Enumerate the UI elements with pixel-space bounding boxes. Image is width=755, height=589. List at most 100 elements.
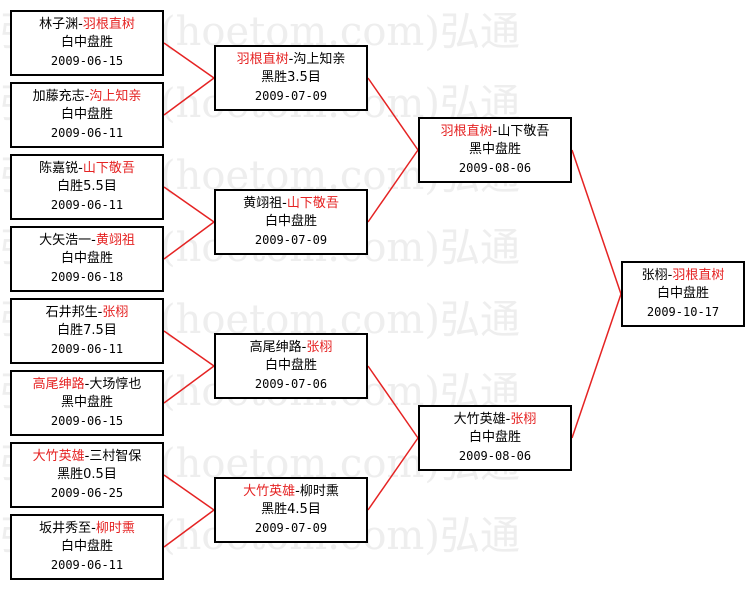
match-players: 大竹英雄-三村智保 <box>33 448 142 466</box>
match-result: 白中盘胜 <box>656 286 709 301</box>
separator: - <box>78 17 83 32</box>
match-result: 白中盘胜 <box>60 35 113 50</box>
match-players: 高尾绅路-张栩 <box>250 339 333 357</box>
match-players: 羽根直树-山下敬吾 <box>441 123 550 141</box>
match-date: 2009-06-25 <box>50 486 124 500</box>
separator: - <box>295 484 300 499</box>
match-date: 2009-07-09 <box>254 521 328 535</box>
match-players: 大竹英雄-张栩 <box>454 411 537 429</box>
match-players: 大矢浩一-黄翊祖 <box>39 232 135 250</box>
match-result: 白中盘胜 <box>264 358 317 373</box>
match-date: 2009-06-15 <box>50 414 124 428</box>
player-2: 羽根直树 <box>672 268 725 283</box>
player-2: 张栩 <box>306 340 333 355</box>
match-r2-1[interactable]: 羽根直树-沟上知亲 黑胜3.5目 2009-07-09 <box>214 45 368 111</box>
match-result: 黑胜0.5目 <box>57 467 117 482</box>
connector-line <box>367 437 419 511</box>
player-1: 张栩 <box>641 268 668 283</box>
match-final[interactable]: 张栩-羽根直树 白中盘胜 2009-10-17 <box>621 261 745 327</box>
match-date: 2009-06-11 <box>50 198 124 212</box>
match-players: 坂井秀至-柳时熏 <box>39 520 135 538</box>
match-date: 2009-08-06 <box>458 161 532 175</box>
separator: - <box>282 196 287 211</box>
separator: - <box>505 412 511 427</box>
separator: - <box>97 305 103 320</box>
player-2: 沟上知亲 <box>293 52 346 67</box>
match-result: 白中盘胜 <box>60 251 113 266</box>
match-date: 2009-07-09 <box>254 233 328 247</box>
match-r1-1[interactable]: 林子渊-羽根直树 白中盘胜 2009-06-15 <box>10 10 164 76</box>
player-2: 柳时熏 <box>95 521 135 536</box>
match-result: 白中盘胜 <box>60 107 113 122</box>
match-r1-2[interactable]: 加藤充志-沟上知亲 白中盘胜 2009-06-11 <box>10 82 164 148</box>
player-1: 黄翊祖 <box>243 196 283 211</box>
match-result: 白中盘胜 <box>264 214 317 229</box>
match-players: 加藤充志-沟上知亲 <box>33 88 142 106</box>
player-1: 高尾绅路 <box>32 377 85 392</box>
match-r2-4[interactable]: 大竹英雄-柳时熏 黑胜4.5目 2009-07-09 <box>214 477 368 543</box>
separator: - <box>492 124 498 139</box>
match-date: 2009-06-11 <box>50 126 124 140</box>
player-2: 三村智保 <box>89 449 142 464</box>
player-2: 山下敬吾 <box>286 196 339 211</box>
match-result: 黑胜4.5目 <box>261 502 321 517</box>
match-r2-2[interactable]: 黄翊祖-山下敬吾 白中盘胜 2009-07-09 <box>214 189 368 255</box>
player-2: 张栩 <box>102 305 129 320</box>
match-r1-4[interactable]: 大矢浩一-黄翊祖 白中盘胜 2009-06-18 <box>10 226 164 292</box>
player-2: 沟上知亲 <box>89 89 142 104</box>
match-result: 白胜5.5目 <box>57 179 117 194</box>
match-date: 2009-08-06 <box>458 449 532 463</box>
separator: - <box>301 340 307 355</box>
player-1: 林子渊 <box>39 17 79 32</box>
match-r3-2[interactable]: 大竹英雄-张栩 白中盘胜 2009-08-06 <box>418 405 572 471</box>
match-date: 2009-10-17 <box>646 305 720 319</box>
match-result: 白中盘胜 <box>468 430 521 445</box>
separator: - <box>667 268 673 283</box>
connector-line <box>163 509 215 548</box>
player-2: 羽根直树 <box>82 17 135 32</box>
match-result: 黑中盘胜 <box>60 395 113 410</box>
connector-line <box>367 365 419 439</box>
separator: - <box>91 233 96 248</box>
connector-line <box>163 221 215 260</box>
match-r3-1[interactable]: 羽根直树-山下敬吾 黑中盘胜 2009-08-06 <box>418 117 572 183</box>
separator: - <box>288 52 294 67</box>
player-2: 山下敬吾 <box>82 161 135 176</box>
connector-line <box>367 149 419 223</box>
match-date: 2009-06-18 <box>50 270 124 284</box>
match-result: 白胜7.5目 <box>57 323 117 338</box>
separator: - <box>91 521 96 536</box>
match-players: 林子渊-羽根直树 <box>39 16 135 34</box>
player-2: 大场惇也 <box>89 377 142 392</box>
match-r1-3[interactable]: 陈嘉锐-山下敬吾 白胜5.5目 2009-06-11 <box>10 154 164 220</box>
player-1: 大竹英雄 <box>453 412 506 427</box>
player-1: 大竹英雄 <box>32 449 85 464</box>
player-2: 山下敬吾 <box>497 124 550 139</box>
match-players: 黄翊祖-山下敬吾 <box>243 195 339 213</box>
player-2: 柳时熏 <box>299 484 339 499</box>
match-r1-7[interactable]: 大竹英雄-三村智保 黑胜0.5目 2009-06-25 <box>10 442 164 508</box>
match-players: 大竹英雄-柳时熏 <box>243 483 339 501</box>
connector-line <box>163 42 215 79</box>
match-r1-6[interactable]: 高尾绅路-大场惇也 黑中盘胜 2009-06-15 <box>10 370 164 436</box>
connector-line <box>163 365 215 404</box>
player-1: 大矢浩一 <box>39 233 92 248</box>
match-r1-5[interactable]: 石井邦生-张栩 白胜7.5目 2009-06-11 <box>10 298 164 364</box>
match-players: 陈嘉锐-山下敬吾 <box>39 160 135 178</box>
match-players: 高尾绅路-大场惇也 <box>33 376 142 394</box>
separator: - <box>84 449 90 464</box>
separator: - <box>84 377 90 392</box>
separator: - <box>78 161 83 176</box>
match-players: 石井邦生-张栩 <box>46 304 129 322</box>
match-result: 黑中盘胜 <box>468 142 521 157</box>
connector-line <box>571 293 622 439</box>
match-date: 2009-06-11 <box>50 342 124 356</box>
player-1: 高尾绅路 <box>249 340 302 355</box>
match-date: 2009-06-15 <box>50 54 124 68</box>
match-players: 羽根直树-沟上知亲 <box>237 51 346 69</box>
connector-line <box>163 474 215 511</box>
match-r1-8[interactable]: 坂井秀至-柳时熏 白中盘胜 2009-06-11 <box>10 514 164 580</box>
player-1: 大竹英雄 <box>243 484 296 499</box>
match-r2-3[interactable]: 高尾绅路-张栩 白中盘胜 2009-07-06 <box>214 333 368 399</box>
